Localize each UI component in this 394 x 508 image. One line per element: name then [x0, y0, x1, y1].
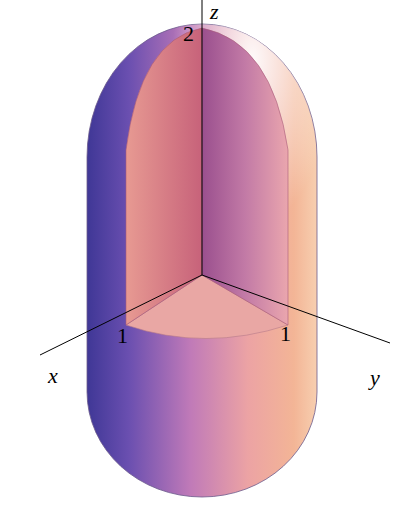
- y-axis: [202, 275, 390, 343]
- axis-name: z: [210, 0, 219, 24]
- cut-face: [202, 28, 288, 325]
- axis-name: x: [48, 364, 58, 388]
- z-axis: [202, 0, 203, 275]
- tick-value: 1: [280, 322, 291, 346]
- x-axis: [40, 275, 202, 355]
- tick-value: 1: [117, 324, 128, 348]
- axis-name: y: [370, 366, 380, 390]
- tick-value: 2: [183, 22, 194, 46]
